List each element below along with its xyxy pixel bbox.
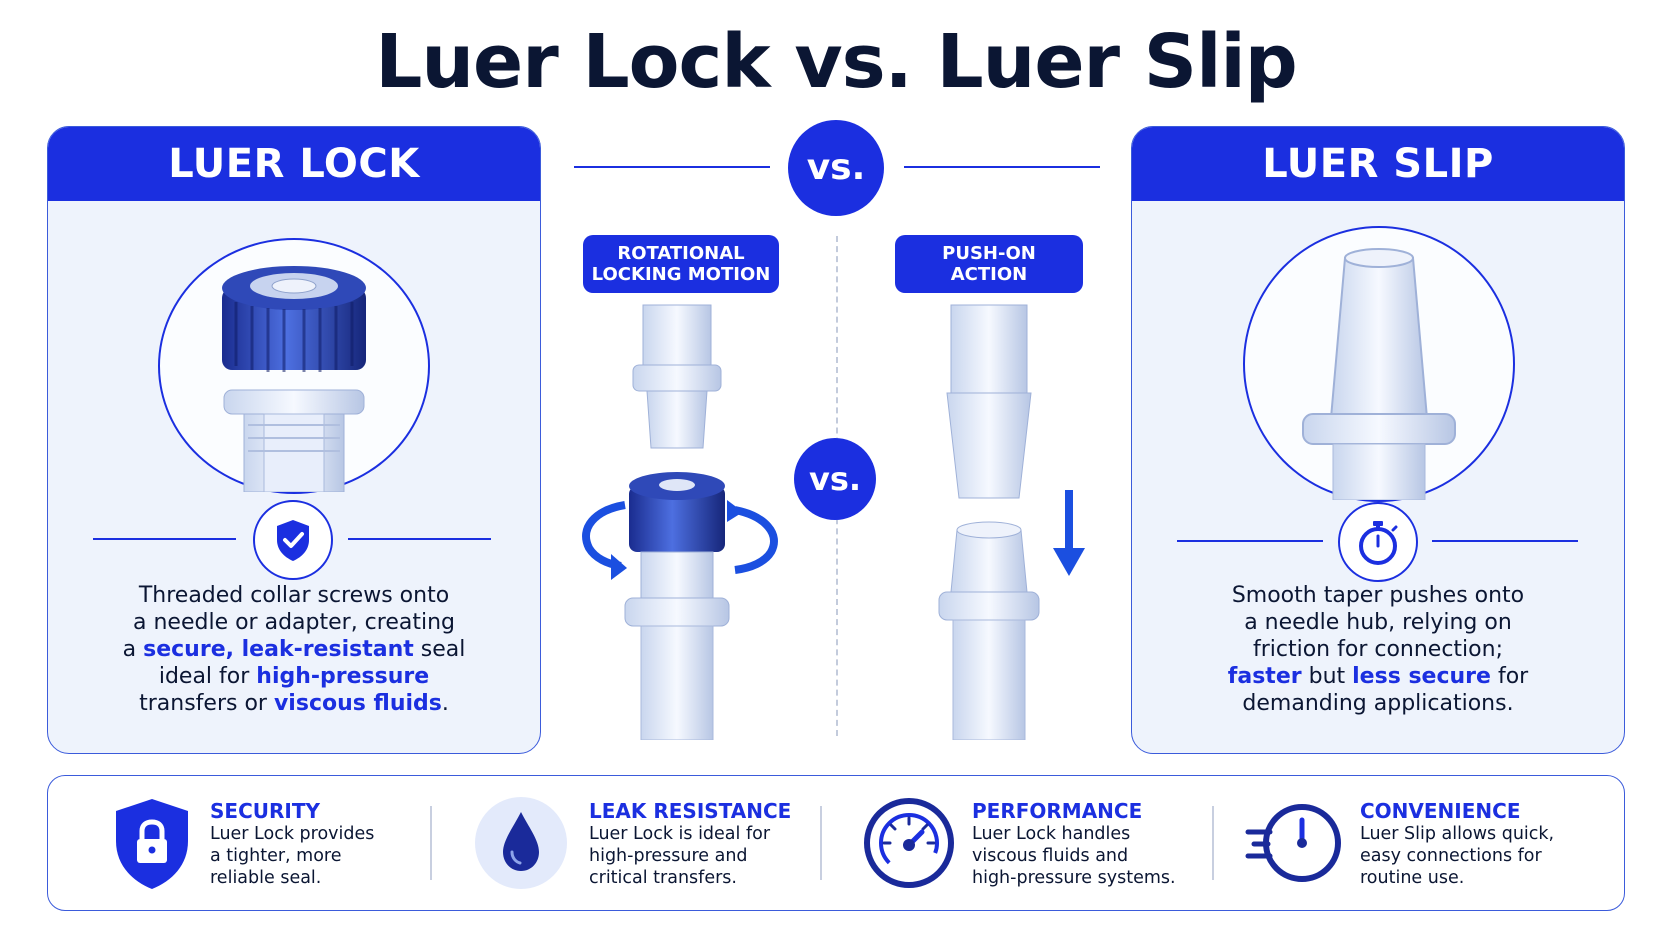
highlighted-text: high-pressure — [256, 664, 430, 689]
luer-lock-panel: LUER LOCK — [47, 126, 541, 754]
feature-desc-line: high-pressure systems. — [972, 868, 1176, 888]
description-text: a — [122, 637, 144, 662]
feature-convenience: CONVENIENCE Luer Slip allows quick, easy… — [1360, 799, 1600, 889]
luer-lock-rotation-illustration — [582, 304, 778, 740]
description-text: ideal for — [158, 664, 257, 689]
arrow-down-icon — [1053, 490, 1085, 576]
feature-desc-line: Luer Lock provides — [210, 824, 375, 844]
vs-badge-middle: vs. — [794, 438, 876, 520]
description-line: faster but less secure for — [1158, 663, 1598, 690]
luer-lock-connector-illustration — [222, 266, 366, 493]
description-text: demanding applications. — [1242, 691, 1514, 716]
rotational-label-line: LOCKING MOTION — [591, 264, 771, 285]
stopwatch-icon — [1338, 502, 1418, 582]
feature-title: SECURITY — [210, 799, 320, 823]
description-line: friction for connection; — [1158, 636, 1598, 663]
description-line: ideal for high-pressure — [74, 663, 514, 690]
push-on-label-line: ACTION — [950, 264, 1028, 285]
luer-slip-heading: LUER SLIP — [1132, 127, 1624, 201]
feature-desc-line: Luer Slip allows quick, — [1360, 824, 1555, 844]
description-text: . — [441, 691, 449, 716]
description-text: transfers or — [139, 691, 274, 716]
feature-desc-line: a tighter, more — [210, 846, 342, 866]
feature-desc-line: reliable seal. — [210, 868, 322, 888]
left-divider-line — [93, 538, 236, 540]
description-line: Smooth taper pushes onto — [1158, 582, 1598, 609]
page-title: Luer Lock vs. Luer Slip — [375, 19, 1298, 105]
feature-divider — [430, 806, 432, 880]
vs-badge-top: vs. — [788, 120, 884, 216]
description-text: a needle hub, relying on — [1244, 610, 1512, 635]
highlighted-text: viscous fluids — [273, 691, 442, 716]
feature-performance: PERFORMANCE Luer Lock handles viscous fl… — [972, 799, 1208, 889]
droplet-icon — [475, 797, 567, 889]
right-divider-line — [1432, 540, 1578, 542]
luer-lock-heading: LUER LOCK — [48, 127, 540, 201]
shield-lock-icon — [116, 799, 188, 889]
description-text: friction for connection; — [1252, 637, 1503, 662]
feature-title: CONVENIENCE — [1360, 799, 1521, 823]
push-on-label-line: PUSH-ON — [942, 243, 1036, 264]
description-text: Threaded collar screws onto — [138, 583, 450, 608]
luer-lock-image-frame — [158, 238, 430, 494]
description-line: transfers or viscous fluids. — [74, 690, 514, 717]
push-on-action-label: PUSH-ON ACTION — [895, 235, 1083, 293]
rotational-locking-label: ROTATIONAL LOCKING MOTION — [583, 235, 779, 293]
feature-desc-line: easy connections for — [1360, 846, 1542, 866]
feature-desc-line: Luer Lock handles — [972, 824, 1131, 844]
fast-clock-icon — [1245, 804, 1341, 882]
description-text: a needle or adapter, creating — [133, 610, 455, 635]
feature-security: SECURITY Luer Lock provides a tighter, m… — [210, 799, 420, 889]
feature-desc-line: high-pressure and — [589, 846, 748, 866]
shield-check-icon — [253, 500, 333, 580]
highlighted-text: less secure — [1352, 664, 1491, 689]
feature-desc-line: critical transfers. — [589, 868, 737, 888]
feature-desc-line: routine use. — [1360, 868, 1465, 888]
feature-title: LEAK RESISTANCE — [589, 799, 792, 823]
description-line: a secure, leak-resistant seal — [74, 636, 514, 663]
feature-desc-line: Luer Lock is ideal for — [589, 824, 771, 844]
description-line: Threaded collar screws onto — [74, 582, 514, 609]
feature-summary-bar — [47, 775, 1625, 911]
feature-divider — [1212, 806, 1214, 880]
feature-leak-resistance: LEAK RESISTANCE Luer Lock is ideal for h… — [589, 799, 814, 889]
center-top-line — [574, 166, 770, 168]
right-divider-line — [1177, 540, 1323, 542]
luer-slip-connector-illustration — [1302, 248, 1456, 501]
gauge-icon — [864, 798, 954, 888]
feature-desc-line: viscous fluids and — [972, 846, 1129, 866]
feature-divider — [820, 806, 822, 880]
description-text: for — [1490, 664, 1529, 689]
left-divider-line — [348, 538, 491, 540]
highlighted-text: faster — [1227, 664, 1302, 689]
description-text: seal — [413, 637, 466, 662]
center-top-line — [904, 166, 1100, 168]
description-line: a needle or adapter, creating — [74, 609, 514, 636]
description-text: but — [1301, 664, 1353, 689]
description-line: demanding applications. — [1158, 690, 1598, 717]
description-text: Smooth taper pushes onto — [1231, 583, 1525, 608]
highlighted-text: secure, leak-resistant — [143, 637, 414, 662]
luer-slip-push-illustration — [938, 304, 1085, 740]
feature-title: PERFORMANCE — [972, 799, 1143, 823]
luer-slip-image-frame — [1243, 226, 1515, 502]
rotate-arrows-icon — [582, 500, 778, 580]
rotational-label-line: ROTATIONAL — [617, 243, 745, 264]
description-line: a needle hub, relying on — [1158, 609, 1598, 636]
